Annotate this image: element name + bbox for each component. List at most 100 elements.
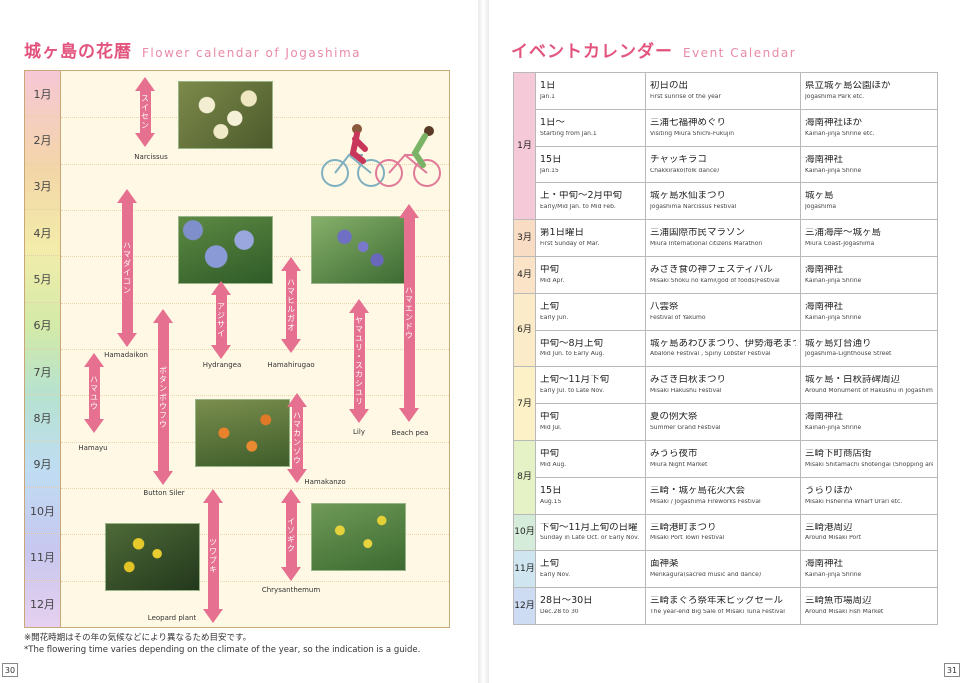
arrow-head-up-icon bbox=[349, 299, 369, 313]
event-place-cell: 城ヶ島・白秋詩碑周辺 Around Monument of Hakushu in … bbox=[800, 366, 938, 405]
event-name-cell: 面神楽 Menkagura(sacred music and dance) bbox=[645, 550, 801, 589]
leopard-plant-label-en: Leopard plant bbox=[147, 614, 197, 622]
narcissus-photo bbox=[178, 81, 273, 149]
arrow-head-down-icon bbox=[211, 345, 231, 359]
month-label: 5月 bbox=[25, 256, 60, 303]
cyclists-illustration bbox=[321, 124, 441, 187]
event-name-jp: みさき食の神フェスティバル bbox=[650, 264, 773, 275]
event-name-jp: 三崎まぐろ祭年末ビッグセール bbox=[650, 596, 784, 607]
event-month-label: 7月 bbox=[513, 366, 536, 441]
arrow-head-up-icon bbox=[203, 489, 223, 503]
hydrangea-label-jp: アジサイ bbox=[216, 302, 226, 338]
lily-label-en: Lily bbox=[353, 428, 365, 436]
event-name-jp: みうら夜市 bbox=[650, 448, 698, 459]
event-name-en: Menkagura(sacred music and dance) bbox=[650, 572, 762, 579]
event-name-en: Festival of Yakumo bbox=[650, 314, 706, 321]
chrysanthemum-label-en: Chrysanthemum bbox=[261, 586, 321, 594]
arrow-head-up-icon bbox=[117, 189, 137, 203]
event-place-jp: 県立城ヶ島公園ほか bbox=[805, 80, 891, 91]
month-divider bbox=[61, 395, 449, 396]
event-place-jp: 城ヶ島 bbox=[805, 191, 834, 202]
month-label: 2月 bbox=[25, 117, 60, 164]
month-divider bbox=[61, 164, 449, 165]
hydrangea-arrow: アジサイ bbox=[211, 281, 231, 359]
event-date-cell: 28日～30日 Dec.28 to 30 bbox=[535, 587, 646, 625]
event-date-jp: 上旬 bbox=[540, 301, 560, 312]
event-date-en: Mid Jul. bbox=[540, 425, 562, 432]
arrow-head-up-icon bbox=[211, 281, 231, 295]
month-label: 11月 bbox=[25, 534, 60, 581]
event-place-cell: 県立城ヶ島公園ほか Jogashima Park etc. bbox=[800, 72, 938, 110]
beach-pea-label-en: Beach pea bbox=[391, 429, 429, 437]
event-date-jp: 中旬 bbox=[540, 448, 560, 459]
event-date-en: Early/Mid Jan. to Mid Feb. bbox=[540, 204, 616, 211]
event-name-en: Miura International citizens Marathon bbox=[650, 241, 763, 248]
month-label: 6月 bbox=[25, 303, 60, 349]
hamadaikon-arrow: ハマダイコン bbox=[117, 189, 137, 347]
event-name-en: Chakkirako(folk dance) bbox=[650, 167, 720, 174]
arrow-head-up-icon bbox=[281, 257, 301, 271]
book-gutter bbox=[478, 0, 489, 683]
event-name-en: Misaki Hakushu Festival bbox=[650, 388, 722, 395]
flower-calendar-chart: 1月 2月 3月 4月 5月 6月 7月 8月 9月 10月 11月 12月 ス… bbox=[24, 70, 450, 628]
event-date-jp: 28日～30日 bbox=[540, 596, 593, 607]
event-place-jp: 城ヶ島・白秋詩碑周辺 bbox=[805, 375, 901, 386]
event-date-jp: 第1日曜日 bbox=[540, 228, 585, 239]
button-siler-arrow: ボタンボウフウ bbox=[153, 309, 173, 485]
event-name-en: Misaki Shoku no kami(god of foods)Festiv… bbox=[650, 277, 780, 284]
event-name-jp: 八雲祭 bbox=[650, 301, 679, 312]
event-place-en: Jogashima-Lighthouse Street bbox=[805, 351, 892, 358]
bellflower-photo bbox=[311, 216, 406, 284]
event-name-jp: 三浦七福神めぐり bbox=[650, 117, 727, 128]
event-place-en: Around Monument of Hakushu in Jogashima bbox=[805, 388, 933, 395]
month-label: 7月 bbox=[25, 349, 60, 396]
chrysanthemum-label-jp: イソギク bbox=[286, 517, 296, 553]
event-date-en: Starting from Jan.1 bbox=[540, 130, 597, 137]
event-name-en: Jogashima Narcissus Festival bbox=[650, 204, 737, 211]
month-label: 9月 bbox=[25, 442, 60, 488]
event-name-jp: 三浦国際市民マラソン bbox=[650, 228, 746, 239]
note-jp: ※開花時期はその年の気候などにより異なるため目安です。 bbox=[24, 633, 252, 643]
event-date-en: Dec.28 to 30 bbox=[540, 609, 579, 616]
month-divider bbox=[61, 488, 449, 489]
month-label: 1月 bbox=[25, 71, 60, 118]
leopard-plant-photo bbox=[105, 523, 200, 591]
hamakanzo-label-en: Hamakanzo bbox=[304, 478, 346, 486]
event-place-jp: 海南神社 bbox=[805, 301, 844, 312]
narcissus-arrow: スイセン bbox=[135, 77, 155, 147]
event-name-en: First sunrise of the year bbox=[650, 93, 721, 100]
arrow-head-down-icon bbox=[84, 419, 104, 433]
month-divider bbox=[61, 581, 449, 582]
arrow-head-down-icon bbox=[281, 567, 301, 581]
event-name-jp: 面神楽 bbox=[650, 559, 679, 570]
event-place-en: Jogashima Park etc. bbox=[805, 93, 865, 100]
flower-calendar-title-jp: 城ヶ島の花暦 bbox=[24, 42, 132, 62]
note-en: *The flowering time varies depending on … bbox=[24, 645, 421, 655]
hamayu-arrow: ハマユウ bbox=[84, 353, 104, 433]
event-place-jp: 海南神社 bbox=[805, 559, 844, 570]
hamahirugao-label-en: Hamahirugao bbox=[267, 361, 315, 369]
